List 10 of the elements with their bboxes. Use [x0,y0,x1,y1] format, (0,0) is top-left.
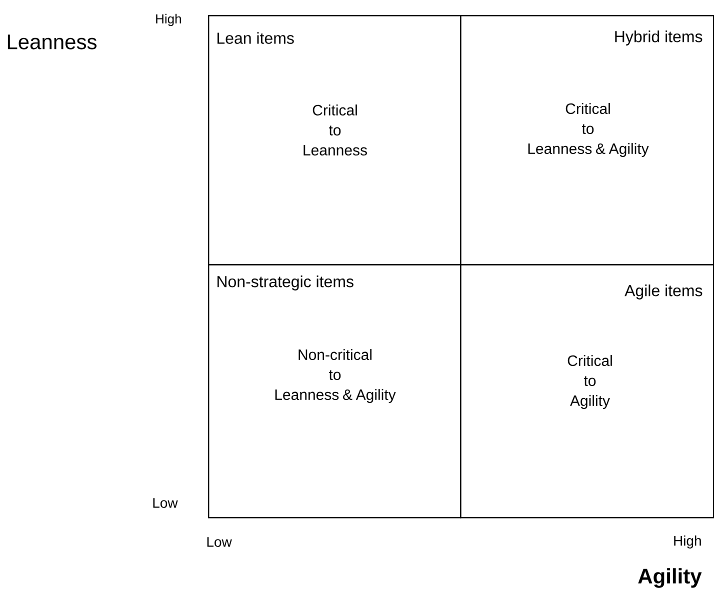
quadrant-box: Agile items Critical to Agility [460,264,714,518]
quadrant-box: Non-strategic items Non-critical to Leanness & Agility [208,264,462,518]
axis-tick-label: Low [153,498,178,508]
axis-title: Agility [638,568,702,588]
axis-tick-label: High [674,535,701,549]
axis-title: Leanness [8,34,96,50]
axis-tick-label: High [156,14,181,26]
quadrant-box: Lean items Critical to Leanness [208,15,462,266]
axis-tick-label: Low [207,537,232,547]
quadrant-box: Hybrid items Critical to Leanness & Agility [460,15,714,266]
